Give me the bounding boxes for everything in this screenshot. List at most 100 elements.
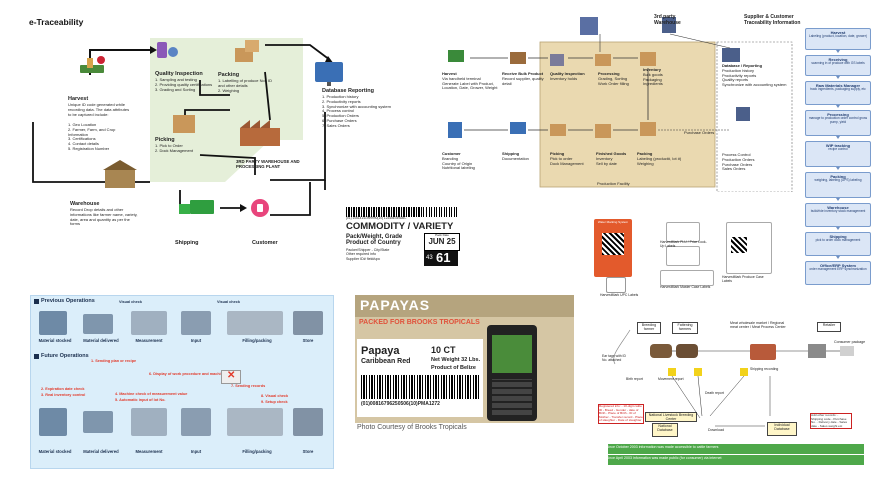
arrow-quality-packing [199, 80, 230, 96]
fattening-farmers-box: Fattening farmers [672, 322, 698, 334]
barcode-text: (01)00816796250506(10)PMA1272 [361, 401, 440, 407]
qr-code-icon [731, 237, 747, 253]
p2-harvest: Harvest Via handheld terminal Generate L… [442, 71, 500, 91]
input-icon [181, 311, 211, 335]
future-label: Measurement [135, 449, 163, 454]
previous-operations-title: Previous Operations [41, 298, 95, 304]
code-small: 43 [426, 255, 433, 261]
pack-date-box: Pack Date JUN 25 [424, 233, 460, 251]
database-title: Database Reporting [322, 88, 374, 94]
note-7: 7. Sending records [231, 384, 266, 388]
filling-machine-icon [227, 311, 283, 335]
packing-items: 1. Labelling of produce No., ID and othe… [218, 78, 278, 93]
harvest-item: 4. Contact details [68, 141, 99, 147]
future-label: Filling/packing [242, 449, 272, 454]
scanner-screen [492, 335, 532, 373]
note-bar-2 [608, 455, 864, 465]
p2-database-item: Production history [722, 67, 755, 73]
code-big: 61 [436, 250, 451, 265]
p2-packing-title: Packing [637, 151, 653, 156]
flow-box-sub: manage to production order control gross… [808, 116, 868, 124]
warehouse-title: Warehouse [70, 201, 100, 207]
harvest-tractor-icon [97, 56, 105, 64]
note-5: 5. Automatic input of lot No. [115, 398, 166, 402]
harvest-item: 5. Registration Number [68, 145, 110, 151]
p2-shipping-item: Documentation [502, 155, 529, 161]
harvest-field-icon [80, 65, 104, 73]
movement-report: Movement report [658, 377, 684, 381]
p2-report-item: Sales Orders [722, 166, 746, 172]
picking-icon [550, 124, 566, 136]
death-report: Death report [705, 391, 724, 395]
p2-inventory-item: Packaging [643, 76, 662, 82]
individual-database-box: Individual Database [767, 422, 797, 436]
flow-box-processing: Processing manage to production order co… [805, 110, 871, 136]
produce-case-label [726, 222, 772, 274]
label-line: Pack/Weight, Grade [346, 234, 403, 240]
prev-label: Filling/packing [242, 338, 272, 343]
national-center-box: National Livestock Breeding Center [645, 412, 697, 422]
future-label: Input [190, 449, 202, 454]
label-weight: Net Weight 32 Lbs. [431, 357, 481, 363]
processing-plant-icon [240, 128, 280, 146]
p2-report-item: Process Control [722, 152, 751, 157]
box-top [355, 295, 574, 317]
p2-database: Database / Reporting Production history … [722, 63, 792, 88]
production-facility-box [539, 41, 716, 188]
flow-box-sub: pick to order dock management [815, 238, 861, 242]
flow-arrow [836, 76, 840, 79]
note-2: 2. Expiration date check [41, 387, 85, 391]
plant-title: 3RD PARTY WAREHOUSE AND PROCESSING PLANT [236, 159, 300, 169]
prev-label: Store [302, 338, 314, 343]
database-item: 7. Sales Orders [322, 122, 350, 128]
database-monitor-icon [315, 62, 343, 82]
measurement-icon [131, 311, 167, 335]
receive-truck-icon [510, 52, 526, 64]
label-count: 10 CT [431, 345, 456, 355]
p2-shipping: Shipping Documentation [502, 151, 547, 162]
prev-label: Measurement [135, 338, 163, 343]
harvest-icon [448, 50, 464, 62]
p2-harvest-item: Via handheld terminal [442, 75, 481, 81]
meat-market-label: Meat wholesale market / Regional meat ce… [730, 321, 786, 330]
p2-processing-item: Work Order filling [598, 80, 629, 86]
database-items: 1. Production history 2. Productivity re… [322, 94, 392, 129]
database-item: 4. Process control [322, 108, 355, 114]
p2-processing-item: Grading, Sorting [598, 75, 628, 81]
flow-box-title: Warehouse [827, 205, 849, 210]
warehouse-3rd-icon [580, 17, 598, 35]
harvest-desc: Unique ID code generated while recording… [68, 102, 130, 117]
harvest-items: 1. Geo Location 2. Farmer, Farm, and Cro… [68, 122, 133, 152]
flow-box-title: Harvest [830, 30, 846, 35]
note-1: 1. Sending plan or recipe [91, 359, 137, 363]
processing-icon [595, 54, 611, 66]
prev-label: Material stocked [38, 338, 72, 343]
future-operations-title: Future Operations [41, 353, 89, 359]
note-6: 6. Display of work procedure and machine… [149, 372, 237, 376]
shipping-truck-icon [190, 200, 214, 214]
qr-code-icon [602, 233, 624, 255]
p2-packing-item: Weighing [637, 160, 654, 166]
label-line: Product of Country [346, 240, 401, 247]
flow-box-sub: build/ride inventory stock management [810, 209, 866, 213]
p2-reports: Process Control Production Orders Purcha… [722, 152, 792, 172]
note-2-text: Since April 2003 information was made pu… [606, 456, 722, 460]
quality-item: 2. Providing quality certifications [155, 81, 213, 87]
fattening-cow-icon [676, 344, 698, 358]
label-lines: Pack/Weight, Grade Product of Country [346, 234, 402, 247]
harvest-item: 2. Farmer, Farm, and Crop Information [68, 126, 116, 137]
download-label: Download [708, 428, 724, 432]
arrow-picking-plant [199, 154, 256, 175]
retailer-box: Retailer [817, 322, 841, 332]
quality-title: Quality Inspection [155, 71, 203, 77]
flow-arrow [836, 105, 840, 108]
label-line: Packer/Shipper - City/State [346, 248, 390, 252]
pack-date: JUN 25 [428, 237, 456, 247]
breeding-cow-icon [650, 344, 672, 358]
quality-inspection-icon [157, 42, 167, 58]
quality-item: 3. Grading and Sorting [155, 86, 196, 92]
p2-customer-item: Nutritional labeling [442, 165, 475, 171]
label-caption-plu: HarvestMark PLU / Price Look-Up Labels [660, 240, 707, 248]
flow-arrow [836, 198, 840, 201]
p2-inventory: Inventory Bulk goods Packaging Ingredien… [643, 67, 683, 87]
